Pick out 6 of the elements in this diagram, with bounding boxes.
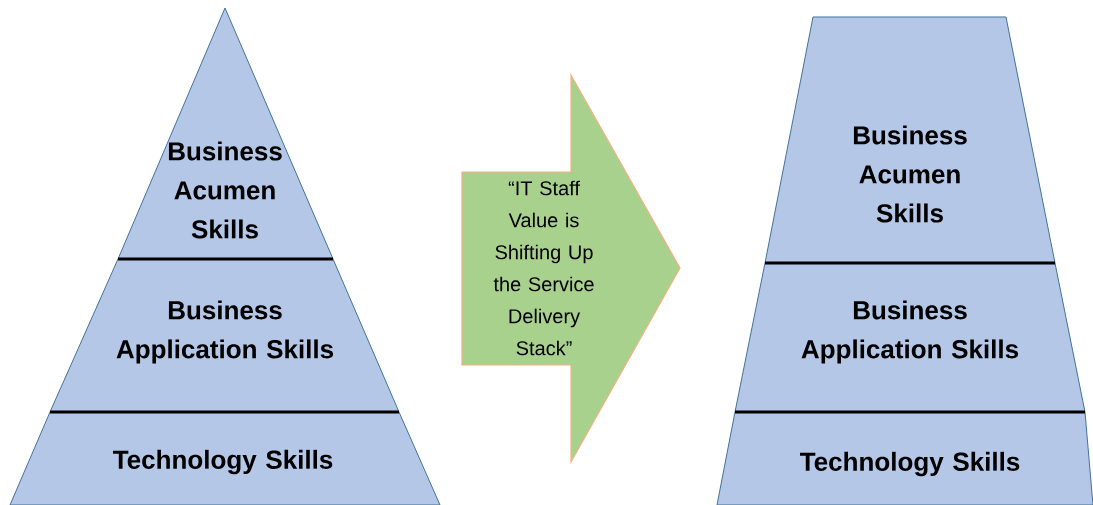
pyramid-layer: Technology Skills	[9, 411, 441, 505]
pyramid-layer: Business Application Skills	[49, 258, 400, 413]
trapezoid-layer: Business Application Skills	[734, 262, 1086, 413]
pyramid-layer: Business Acumen Skills	[117, 7, 334, 260]
trapezoid-layer: Technology Skills	[716, 411, 1093, 505]
trapezoid-layer: Business Acumen Skills	[764, 16, 1056, 264]
